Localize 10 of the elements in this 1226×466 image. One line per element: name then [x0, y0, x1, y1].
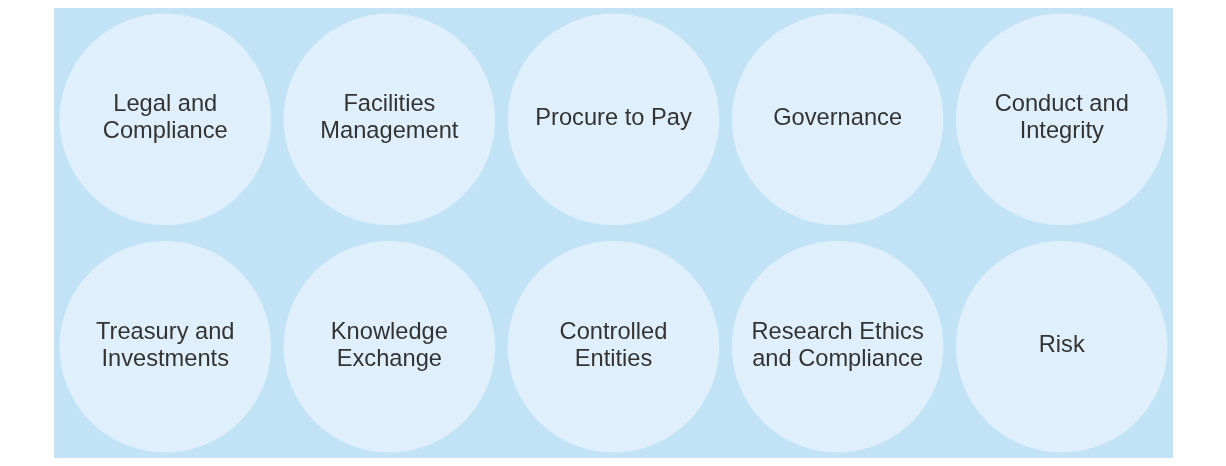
node-circle: Procure to Pay [507, 13, 719, 226]
node-circle: Governance [731, 13, 943, 226]
node-circle: Treasury and Investments [59, 240, 271, 453]
node-circle: Knowledge Exchange [283, 240, 495, 453]
node-circle: Risk [955, 240, 1167, 453]
node-circle: Controlled Entities [507, 240, 719, 453]
node-circle: Facilities Management [283, 13, 495, 226]
node-circle: Research Ethics and Compliance [731, 240, 943, 453]
node-circle: Conduct and Integrity [955, 13, 1167, 226]
node-circle: Legal and Compliance [59, 13, 271, 226]
